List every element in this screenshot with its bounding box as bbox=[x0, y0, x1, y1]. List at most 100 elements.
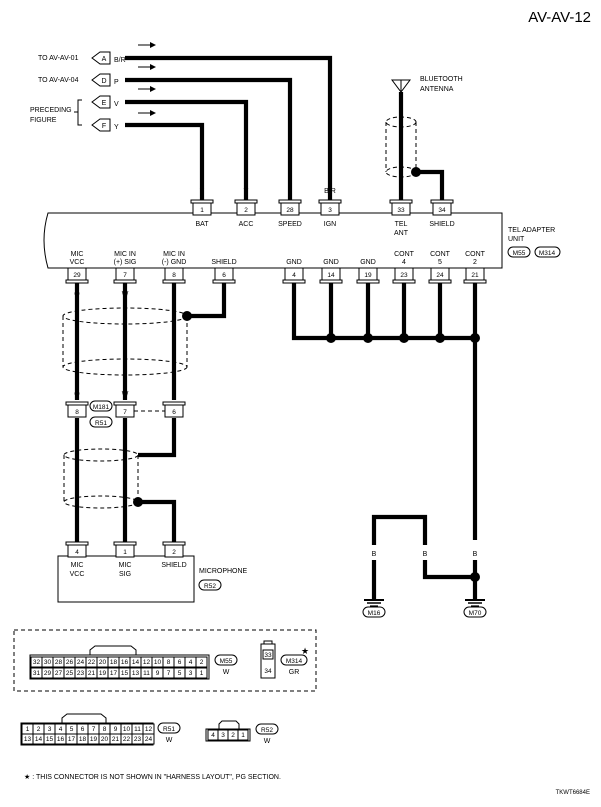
svg-text:Y: Y bbox=[200, 188, 205, 195]
connector-symbol-d bbox=[91, 73, 111, 87]
r51-pin-label: 20 bbox=[101, 736, 109, 743]
svg-text:B: B bbox=[438, 291, 443, 298]
splices bbox=[133, 311, 480, 582]
svg-text:SHIELD: SHIELD bbox=[161, 562, 186, 569]
svg-text:28: 28 bbox=[286, 207, 294, 214]
svg-text:E: E bbox=[102, 100, 107, 107]
wire-ground-join bbox=[422, 560, 475, 580]
tel-adapter-unit: TEL ADAPTER UNIT M55 M314 bbox=[43, 212, 561, 269]
r51-pin-label: 23 bbox=[134, 736, 142, 743]
svg-text:VCC: VCC bbox=[70, 571, 85, 578]
svg-text:3: 3 bbox=[328, 207, 332, 214]
svg-text:B: B bbox=[473, 551, 478, 558]
m55-cell bbox=[195, 656, 208, 668]
ground-m16: M16 bbox=[368, 610, 381, 617]
r51-pin-label: 24 bbox=[145, 736, 153, 743]
svg-text:SPEED: SPEED bbox=[278, 221, 302, 228]
svg-text:Y: Y bbox=[114, 124, 119, 131]
m55-pin-label: 32 bbox=[33, 659, 41, 666]
svg-text:CONT: CONT bbox=[465, 251, 486, 258]
r51-pin-label: 22 bbox=[123, 736, 131, 743]
m55-pin-label: 22 bbox=[88, 659, 96, 666]
preceding-bracket bbox=[77, 99, 82, 126]
svg-text:F: F bbox=[102, 123, 106, 130]
m55-pin-label: 9 bbox=[156, 670, 160, 677]
svg-text:B: B bbox=[372, 551, 377, 558]
svg-text:GND: GND bbox=[360, 259, 376, 266]
input-label-figure: FIGURE bbox=[30, 117, 57, 124]
r51-pin-label: 19 bbox=[90, 736, 98, 743]
r52-color: W bbox=[264, 738, 271, 745]
svg-text:2: 2 bbox=[244, 207, 248, 214]
unit-conn-m55: M55 bbox=[513, 250, 526, 257]
svg-text:2: 2 bbox=[473, 259, 477, 266]
svg-text:A: A bbox=[102, 56, 107, 63]
svg-text:IGN: IGN bbox=[324, 221, 336, 228]
svg-text:SIG: SIG bbox=[119, 571, 131, 578]
r51-pin-label: 13 bbox=[24, 736, 32, 743]
svg-text:7: 7 bbox=[123, 409, 127, 416]
m55-pin-label: 13 bbox=[132, 670, 140, 677]
m55-pin-label: 5 bbox=[178, 670, 182, 677]
m55-color: W bbox=[223, 669, 230, 676]
svg-text:D: D bbox=[101, 78, 106, 85]
svg-text:W: W bbox=[122, 291, 129, 298]
m55-pin-label: 12 bbox=[143, 659, 151, 666]
r51-pin-label: 21 bbox=[112, 736, 120, 743]
wire-ant-shield bbox=[416, 169, 445, 200]
m55-pin-label: 27 bbox=[55, 670, 63, 677]
r51-pin-label: 11 bbox=[134, 726, 141, 733]
ground-symbols: M16 M70 bbox=[362, 599, 487, 618]
input-label-d: TO AV-AV-04 bbox=[38, 77, 79, 84]
microphone-conn-r52: R52 bbox=[204, 583, 216, 590]
svg-text:ACC: ACC bbox=[239, 221, 254, 228]
svg-text:V: V bbox=[114, 101, 119, 108]
antenna-label-1: BLUETOOTH bbox=[420, 76, 463, 83]
r51-pin-label: 3 bbox=[48, 726, 52, 733]
footnote: ★ : THIS CONNECTOR IS NOT SHOWN IN "HARN… bbox=[24, 773, 281, 781]
svg-text:R52: R52 bbox=[261, 727, 273, 734]
m55-pin-label: 30 bbox=[44, 659, 52, 666]
svg-text:B/R: B/R bbox=[324, 188, 336, 195]
svg-text:MIC: MIC bbox=[71, 251, 84, 258]
m55-pin-label: 17 bbox=[110, 670, 118, 677]
m55-pin-label: 31 bbox=[33, 670, 41, 677]
svg-text:V: V bbox=[244, 188, 249, 195]
wire-ign bbox=[125, 55, 333, 200]
svg-text:CONT: CONT bbox=[394, 251, 415, 258]
svg-text:SHIELD: SHIELD bbox=[429, 221, 454, 228]
svg-text:B: B bbox=[423, 551, 428, 558]
svg-text:B: B bbox=[402, 291, 407, 298]
m55-pin-label: 23 bbox=[77, 670, 85, 677]
input-connectors: TO AV-AV-01 TO AV-AV-04 PRECEDING FIGURE… bbox=[30, 51, 126, 132]
r52-cell bbox=[237, 729, 249, 741]
svg-text:BAT: BAT bbox=[195, 221, 209, 228]
m55-cell bbox=[195, 667, 208, 679]
r51-color: W bbox=[166, 737, 173, 744]
microphone-name: MICROPHONE bbox=[199, 568, 248, 575]
bluetooth-antenna: BLUETOOTH ANTENNA bbox=[385, 76, 463, 200]
r52-pin-label: 2 bbox=[231, 732, 235, 739]
wire-shield-1 bbox=[187, 283, 227, 319]
r51-pin-label: 7 bbox=[92, 726, 96, 733]
r51-pin-label: 5 bbox=[70, 726, 74, 733]
m55-pin-label: 24 bbox=[77, 659, 85, 666]
input-wires bbox=[125, 55, 333, 200]
svg-text:B: B bbox=[473, 291, 478, 298]
r51-pin-label: 14 bbox=[35, 736, 43, 743]
r51-pin-label: 4 bbox=[59, 726, 63, 733]
wire-gnd-bus bbox=[291, 283, 475, 341]
svg-text:W: W bbox=[122, 391, 129, 398]
svg-text:MIC IN: MIC IN bbox=[163, 251, 185, 258]
connector-symbol-a bbox=[91, 51, 111, 65]
svg-text:6: 6 bbox=[172, 409, 176, 416]
lower-wires bbox=[74, 283, 478, 600]
svg-text:P: P bbox=[288, 188, 293, 195]
m55-pin-label: 6 bbox=[178, 659, 182, 666]
r51-pin-label: 15 bbox=[46, 736, 54, 743]
inline-conn-m181: M181 bbox=[93, 404, 110, 411]
svg-text:29: 29 bbox=[73, 272, 81, 279]
